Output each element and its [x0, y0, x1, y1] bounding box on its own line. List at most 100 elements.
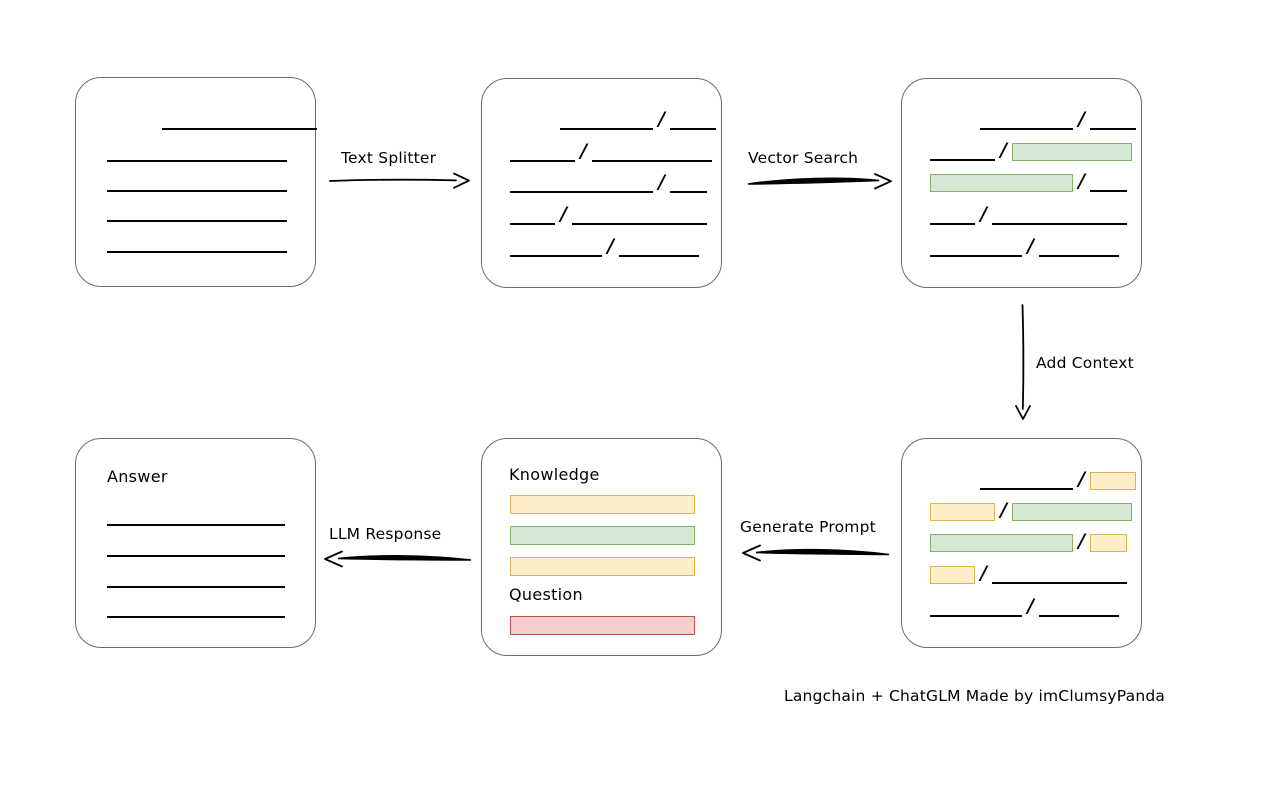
chunk-separator: / — [1000, 499, 1007, 521]
context-document-rows: / / / / / — [902, 439, 1141, 647]
document-row: / — [930, 499, 1132, 521]
document-row: / — [510, 171, 707, 193]
text-chunk — [980, 112, 1073, 130]
knowledge-label: Knowledge — [509, 465, 600, 484]
text-chunk — [1089, 174, 1127, 192]
chunk-separator: / — [1078, 108, 1085, 130]
text-chunk — [591, 144, 712, 162]
text-chunk — [560, 112, 653, 130]
split-document-rows: / / / / / — [482, 79, 721, 287]
diagram-caption: Langchain + ChatGLM Made by imClumsyPand… — [784, 687, 1166, 705]
document-row — [107, 235, 287, 253]
text-chunk — [930, 207, 975, 225]
text-line — [107, 144, 287, 162]
text-chunk — [669, 112, 716, 130]
chunk-separator: / — [1078, 530, 1085, 552]
chunk-separator: / — [1000, 139, 1007, 161]
knowledge-bar — [510, 526, 695, 545]
context-chunk-highlight — [930, 503, 995, 521]
context-chunk-highlight — [930, 566, 975, 584]
text-chunk — [510, 239, 602, 257]
question-bar — [510, 616, 695, 635]
document-row: / — [930, 530, 1127, 552]
text-chunk — [1089, 112, 1136, 130]
text-chunk — [510, 207, 555, 225]
arrow-generate-prompt — [742, 544, 890, 562]
document-row — [107, 570, 285, 588]
text-chunk — [930, 599, 1022, 617]
document-row: / — [930, 595, 1119, 617]
text-line — [107, 508, 285, 526]
text-chunk — [510, 144, 575, 162]
chunk-separator: / — [1078, 170, 1085, 192]
node-context-document[interactable]: / / / / / — [901, 438, 1142, 648]
text-chunk — [991, 207, 1127, 225]
document-row: / — [930, 468, 1136, 490]
source-document-rows — [76, 78, 317, 286]
node-split-document[interactable]: / / / / / — [481, 78, 722, 288]
text-chunk — [980, 472, 1073, 490]
text-chunk — [510, 175, 653, 193]
document-row — [107, 508, 285, 526]
text-chunk — [991, 566, 1127, 584]
document-row: / — [930, 203, 1127, 225]
arrow-text-splitter — [329, 172, 470, 189]
question-label: Question — [509, 585, 583, 604]
edge-label-add-context: Add Context — [1036, 354, 1134, 372]
document-row: / — [510, 203, 707, 225]
matched-chunk-highlight — [1011, 143, 1132, 161]
node-source-document[interactable] — [75, 77, 317, 287]
chunk-separator: / — [658, 108, 665, 130]
text-line — [107, 570, 285, 588]
text-chunk — [930, 143, 995, 161]
chunk-separator: / — [1027, 595, 1034, 617]
edge-label-vector-search: Vector Search — [748, 149, 859, 167]
chunk-separator: / — [1078, 468, 1085, 490]
answer-label: Answer — [107, 467, 168, 486]
document-row: / — [510, 235, 699, 257]
edge-label-generate-prompt: Generate Prompt — [740, 518, 876, 536]
text-line — [107, 204, 287, 222]
text-chunk — [1038, 239, 1119, 257]
retrieved-document-rows: / / / / / — [902, 79, 1141, 287]
answer-rows — [76, 439, 315, 647]
matched-chunk-highlight — [1011, 503, 1132, 521]
text-line — [107, 174, 287, 192]
matched-chunk-highlight — [930, 534, 1073, 552]
node-prompt[interactable]: Knowledge Question — [481, 438, 722, 656]
chunk-separator: / — [607, 235, 614, 257]
node-answer[interactable]: Answer — [75, 438, 316, 648]
text-chunk — [930, 239, 1022, 257]
chunk-separator: / — [980, 203, 987, 225]
knowledge-bar — [510, 495, 695, 514]
arrow-vector-search — [747, 173, 892, 190]
text-line — [107, 539, 285, 557]
document-row — [107, 539, 285, 557]
node-retrieved-document[interactable]: / / / / / — [901, 78, 1142, 288]
text-chunk — [1038, 599, 1119, 617]
document-row: / — [930, 170, 1127, 192]
text-line — [107, 235, 287, 253]
chunk-separator: / — [560, 203, 567, 225]
document-row: / — [510, 108, 716, 130]
document-row — [107, 144, 287, 162]
document-row — [107, 600, 285, 618]
text-chunk — [669, 175, 707, 193]
text-line — [107, 600, 285, 618]
arrow-llm-response — [324, 550, 472, 568]
matched-chunk-highlight — [930, 174, 1073, 192]
text-line — [162, 112, 317, 130]
chunk-separator: / — [1027, 235, 1034, 257]
text-chunk — [618, 239, 699, 257]
arrow-add-context — [1015, 304, 1031, 420]
document-row — [107, 174, 287, 192]
chunk-separator: / — [658, 171, 665, 193]
chunk-separator: / — [980, 562, 987, 584]
document-row: / — [930, 235, 1119, 257]
document-row: / — [510, 142, 712, 162]
context-chunk-highlight — [1089, 534, 1127, 552]
document-row: / — [930, 562, 1127, 584]
document-row — [107, 112, 317, 130]
context-chunk-highlight — [1089, 472, 1136, 490]
document-row: / — [930, 108, 1136, 130]
